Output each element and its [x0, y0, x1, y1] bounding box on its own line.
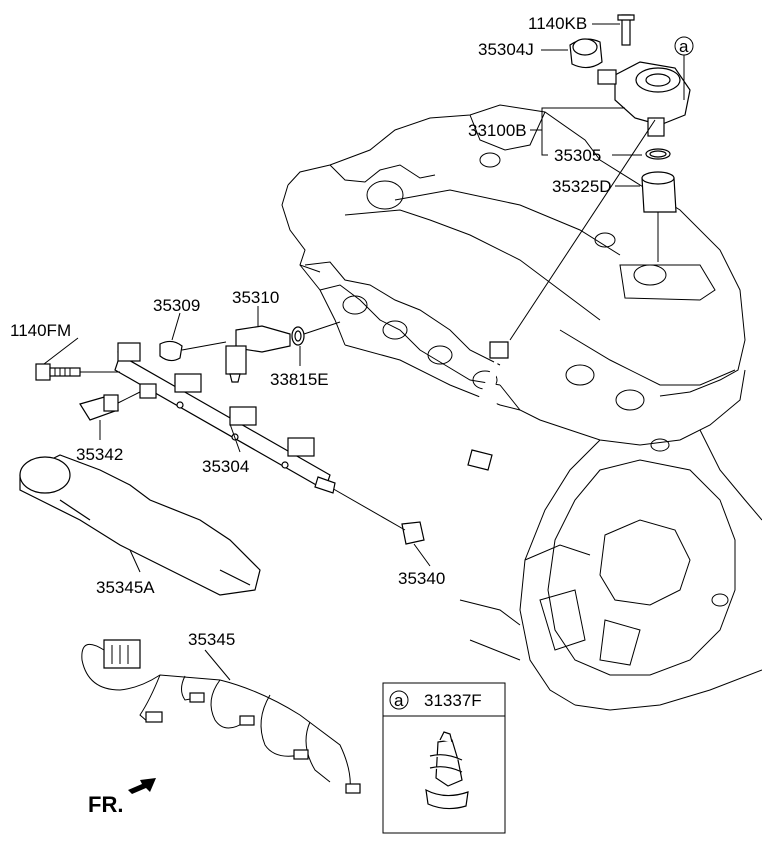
inset-label-31337f: 31337F	[424, 691, 482, 710]
label-35345a: 35345A	[96, 578, 155, 597]
clip-35309	[159, 340, 183, 362]
label-33100b: 33100B	[468, 121, 527, 140]
label-35342: 35342	[76, 445, 123, 464]
heat-shield-35345a	[19, 454, 261, 596]
wiring-harness-35345	[81, 639, 361, 794]
leader-lines	[43, 23, 685, 567]
high-pressure-pump	[569, 14, 691, 262]
label-35304j: 35304J	[478, 40, 534, 59]
label-35310: 35310	[232, 288, 279, 307]
fuel-line-35340	[329, 119, 656, 545]
rail-end-fitting	[139, 383, 157, 399]
pressure-sensor-35342	[79, 391, 141, 440]
inset-circle-a	[389, 690, 409, 710]
label-35345: 35345	[188, 630, 235, 649]
label-1140fm: 1140FM	[10, 321, 71, 340]
part-labels: 1140KB 35304J a 33100B 35305 35325D 1140…	[10, 14, 694, 817]
label-35340: 35340	[398, 569, 445, 588]
label-35309: 35309	[153, 296, 200, 315]
inset-label-a: a	[394, 691, 404, 710]
injector-assembly	[159, 321, 341, 383]
label-fr: FR.	[88, 792, 123, 817]
engine-block	[281, 104, 762, 711]
front-arrow-icon	[128, 778, 156, 794]
label-35305: 35305	[554, 146, 601, 165]
bolt-1140fm	[35, 363, 120, 381]
front-direction-indicator	[128, 778, 156, 794]
label-1140kb: 1140KB	[528, 14, 587, 33]
label-35304: 35304	[202, 457, 249, 476]
callout-circle-a	[674, 36, 694, 56]
label-35325d: 35325D	[552, 177, 612, 196]
label-a-callout: a	[679, 37, 689, 56]
inset-detail-a	[382, 682, 506, 834]
fuel-rail-35304	[114, 342, 336, 494]
label-33815e: 33815E	[270, 370, 329, 389]
clip-31337f	[425, 731, 469, 810]
